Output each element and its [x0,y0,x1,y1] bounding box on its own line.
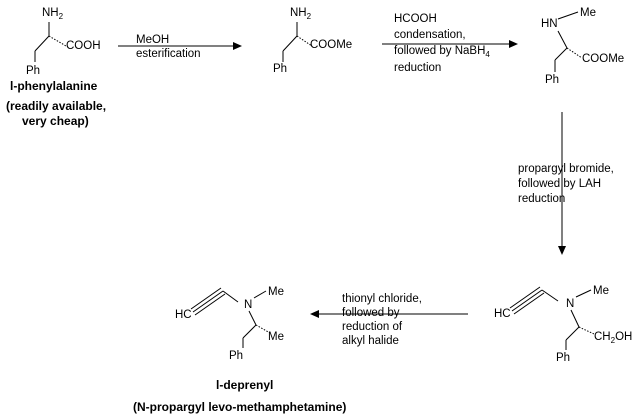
nitrogen-label: N [566,298,574,310]
compound-note: (readily available, [6,99,106,113]
phenyl-label: Ph [26,65,40,77]
arrowhead [310,310,319,318]
compound-methyl-ester: NH2 COOMe Ph [273,7,352,75]
methyl-label: Me [593,285,609,297]
hashed-wedge-bond [255,324,271,334]
hashed-wedge-bond [296,35,313,47]
phenyl-label: Ph [545,74,559,86]
bond [554,47,568,61]
triple-bond [194,293,226,316]
nitrogen-label: N [244,299,252,311]
amine-label: NH2 [42,7,64,21]
bond [222,290,239,303]
methyl-label: Me [268,331,284,343]
bond [570,309,580,328]
hashed-wedge-bond [566,47,583,59]
triple-bond [513,292,545,315]
reaction-arrow-4: thionyl chloride, followed by reduction … [310,293,468,347]
bond [575,289,592,298]
ester-label: COOMe [582,53,624,65]
compound-n-methyl-ester: HN Me COOMe Ph [541,7,624,86]
bond [282,35,298,52]
reagent-label: followed by LAH [518,178,601,190]
reaction-arrow-2: HCOOH condensation, followed by NaBH4 re… [382,13,518,74]
bond [557,11,579,20]
compound-deprenyl: HC N Me Me Ph l-deprenyl (N-propargyl le… [133,286,346,414]
phenyl-label: Ph [229,350,243,362]
amine-label: NH2 [290,7,312,21]
bond [248,310,257,326]
arrowhead [509,40,518,48]
triple-bond [192,290,224,313]
amine-label: HN [541,18,558,30]
bond [565,326,580,341]
bond [34,35,50,52]
reaction-arrow-3: propargyl bromide, followed by LAH reduc… [518,112,614,255]
arrowhead [233,42,242,50]
hydroxymethyl-label: CH2OH [594,331,632,345]
reagent-label: followed by NaBH4 [394,45,490,59]
reaction-type-label: reduction [394,62,441,74]
compound-name: l-deprenyl [216,378,273,392]
compound-phenylalanine: NH2 COOH Ph l-phenylalanine (readily ava… [6,7,106,128]
alkyne-terminal-label: HC [494,308,511,320]
phenyl-label: Ph [556,352,570,364]
hashed-wedge-bond [48,35,67,47]
compound-full-name: (N-propargyl levo-methamphetamine) [133,400,346,414]
reaction-type-label: alkyl halide [342,335,399,347]
reagent-label: followed by [342,307,400,319]
reaction-arrow-1: MeOH esterification [118,34,242,60]
phenyl-label: Ph [273,63,287,75]
methyl-label: Me [580,7,596,19]
compound-note: very cheap) [22,114,89,128]
bond [541,289,559,302]
compound-propargyl-amino-alcohol: HC N Me CH2OH Ph [494,285,632,364]
hashed-wedge-bond [578,326,595,335]
reagent-label: HCOOH [394,13,437,25]
reaction-type-label: condensation, [394,29,466,41]
ester-label: COOMe [310,39,352,51]
triple-bond [509,286,541,309]
reaction-type-label: reduction [518,193,565,205]
bond [242,324,257,339]
triple-bond [190,287,222,310]
triple-bond [511,289,543,312]
bond [557,30,568,49]
reaction-type-label: esterification [136,48,201,60]
reagent-label: thionyl chloride, [342,293,422,305]
bond [253,290,267,299]
reaction-type-label: reduction of [342,321,403,333]
alkyne-terminal-label: HC [175,309,192,321]
compound-name: l-phenylalanine [10,79,98,93]
methyl-label: Me [268,286,284,298]
arrowhead [558,246,566,255]
carboxylic-acid-label: COOH [66,40,101,52]
reagent-label: propargyl bromide, [518,163,614,175]
reagent-label: MeOH [136,34,169,46]
